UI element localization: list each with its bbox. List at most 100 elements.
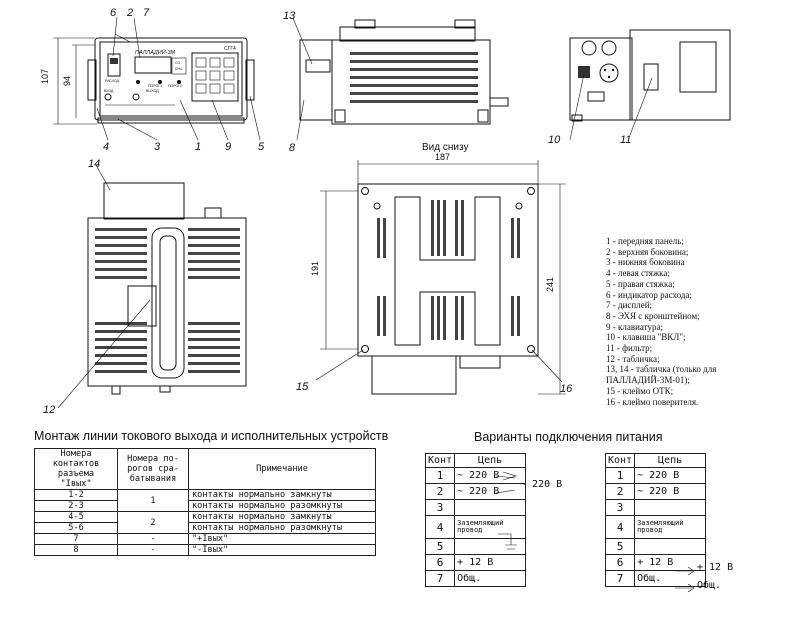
row-num: 7 [424,570,456,587]
contacts-table: Номера контактов разъема "Iвых" Номера п… [34,448,376,556]
row-num: 5 [604,538,636,555]
table-row: 2-3 контакты нормально разомкнуты [34,500,376,512]
cell-pins: 4-5 [34,511,118,523]
row-chain: ~ 220 В [454,467,527,484]
legend-item: ПАЛЛАДИЙ-3М-01); [606,375,690,386]
callout-2: 2 [126,7,133,19]
legend-item: 10 - клавиша "ВКЛ"; [606,332,686,343]
legend: 1 - передняя панель; 2 - верхняя боковин… [606,236,796,407]
row-chain: + 12 В [634,554,707,571]
callout-1: 1 [195,141,201,153]
row-chain [454,538,527,555]
cell-pins: 7 [34,533,118,545]
header-chain: Цепь [454,453,527,468]
cell-note: "+Iвых" [188,533,376,545]
callout-12: 12 [43,404,55,416]
label-porog2: ПОРОГ2 [168,84,182,88]
top-fins-left [95,228,147,373]
row-num: 1 [604,467,636,484]
model-text: СГГ4 [224,46,236,52]
legend-item: 2 - верхняя боковина; [606,246,689,257]
dim-94: 94 [62,76,72,86]
legend-item: 12 - табличка; [606,353,660,364]
dim-241: 241 [545,277,555,292]
callout-8: 8 [289,142,296,154]
dim-191: 191 [310,261,320,276]
cell-pins: 8 [34,544,118,556]
top-view: 14 12 [43,158,247,416]
row-num: 6 [424,554,456,571]
row-chain: Общ. [454,570,527,587]
legend-item: 3 - нижняя боковина [606,257,685,268]
side-fins [350,52,478,103]
header-chain: Цепь [634,453,707,468]
legend-item: 1 - передняя панель; [606,236,684,246]
power-title: Варианты подключения питания [474,430,663,444]
callout-16: 16 [560,383,573,395]
legend-item: 15 - клеймо ОТК; [606,385,674,396]
header-cont: Конт [604,453,636,468]
row-chain: Заземляющий провод [634,515,707,539]
cell-note: контакты нормально разомкнуты [188,500,376,512]
row-num: 7 [604,570,636,587]
legend-item: 11 - фильтр; [606,343,653,354]
row-chain [634,499,707,516]
cell-pins: 5-6 [34,522,118,534]
cell-note: контакты нормально замкнуты [188,489,376,501]
callout-5: 5 [258,141,265,153]
cell-note: контакты нормально замкнуты [188,511,376,523]
contacts-title: Монтаж линии токового выхода и исполните… [34,429,389,443]
legend-item: 13, 14 - табличка (только для [606,364,717,375]
brand-text: ПАЛЛАДИЙ-3М [135,48,176,56]
bottom-fins [377,200,520,340]
callout-14: 14 [88,158,100,170]
row-chain: ~ 220 В [634,483,707,500]
row-chain: ~ 220 В [634,467,707,484]
table-row: 5-6 контакты нормально разомкнуты [34,522,376,534]
cell-note: "-Iвых" [188,544,376,556]
table-row: 1-2 1 контакты нормально замкнуты [34,489,376,512]
table-row: 4-5 2 контакты нормально замкнуты [34,511,376,534]
legend-item: 4 - левая стяжка; [606,268,670,279]
row-num: 1 [424,467,456,484]
callout-11: 11 [620,134,631,146]
cell-note: контакты нормально разомкнуты [188,522,376,534]
row-num: 4 [604,515,636,539]
cell-threshold: 1 [117,489,189,512]
label-co: СО [175,61,180,65]
callout-10: 10 [548,134,561,146]
row-chain: Общ. [634,570,707,587]
bottom-view: Вид снизу 187 191 241 [296,142,573,395]
legend-item: 6 - индикатор расхода; [606,289,692,300]
table-row: 8 - "-Iвых" [34,544,376,556]
label-vyhod: ВЫХОД [146,89,159,93]
callout-7: 7 [143,7,150,19]
label-porog1: ПОРОГ1 [148,84,162,88]
ac-annotation: ~ 220 В [520,479,563,490]
cell-pins: 1-2 [34,489,118,501]
callout-6: 6 [110,7,117,19]
row-num: 3 [604,499,636,516]
table-row: 7 - "+Iвых" [34,533,376,545]
back-view: 10 11 [548,29,731,146]
dim-187: 187 [435,152,450,162]
cell-pins: 2-3 [34,500,118,512]
top-fins-right [188,228,240,373]
legend-item: 16 - клеймо поверителя. [606,396,699,407]
legend-item: 8 - ЭХЯ с кронштейном; [606,310,700,321]
row-chain [454,499,527,516]
row-num: 2 [604,483,636,500]
callout-9: 9 [225,141,231,153]
dc-plus-annotation: + 12 В [697,562,734,573]
side-view: 13 8 [283,10,509,154]
row-num: 3 [424,499,456,516]
row-num: 6 [604,554,636,571]
header-cont: Конт [424,453,456,468]
row-num: 4 [424,515,456,539]
row-num: 2 [424,483,456,500]
legend-item: 7 - дисплей; [606,300,653,311]
label-vhod: ВХОД [104,89,114,93]
callout-15: 15 [296,381,309,393]
